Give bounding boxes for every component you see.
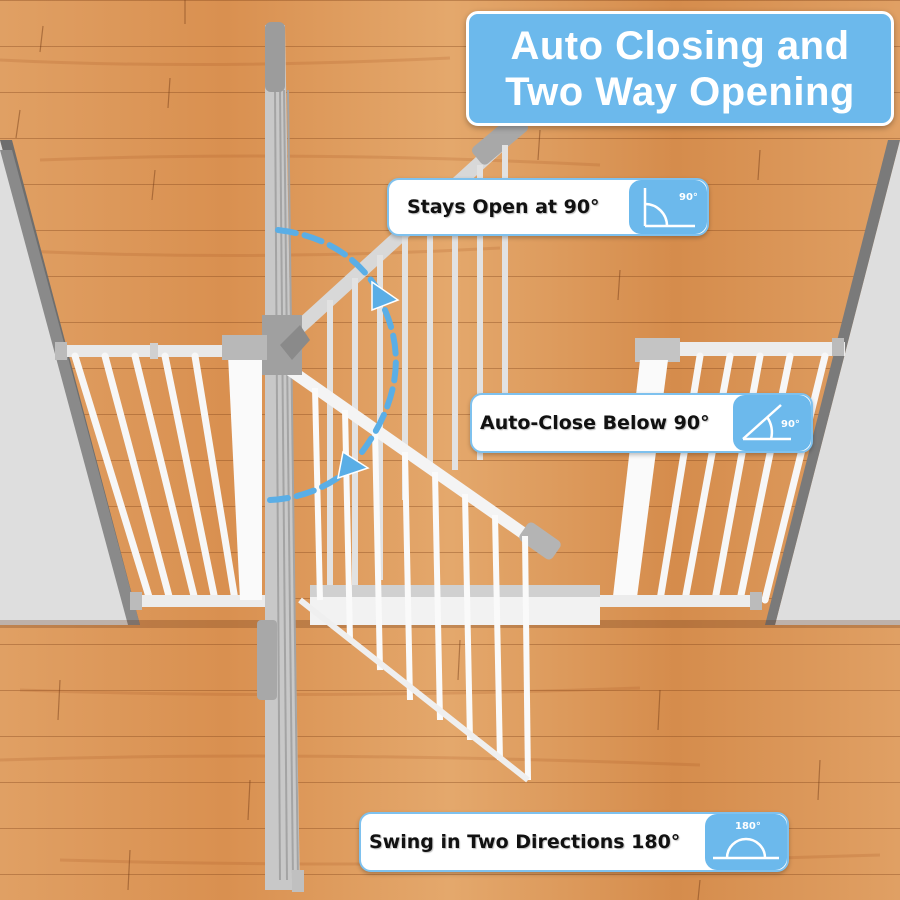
door-panel-closing — [284, 364, 561, 783]
callout-stays-open: Stays Open at 90° 90° — [387, 178, 709, 236]
title-line-1: Auto Closing and — [510, 23, 850, 68]
callout-swing-two-directions: Swing in Two Directions 180° 180° — [359, 812, 789, 872]
left-gate-extension — [55, 337, 290, 610]
hinge-block — [222, 315, 310, 375]
callout-auto-close-text: Auto-Close Below 90° — [480, 412, 710, 434]
svg-text:90°: 90° — [781, 419, 800, 430]
door-panel-flat — [257, 22, 304, 892]
svg-text:90°: 90° — [679, 192, 698, 203]
acute-angle-icon: 90° — [733, 395, 811, 451]
svg-text:180°: 180° — [735, 821, 761, 832]
callout-swing-text: Swing in Two Directions 180° — [369, 831, 681, 853]
title-line-2: Two Way Opening — [505, 69, 855, 114]
half-circle-angle-icon: 180° — [705, 814, 787, 870]
callout-stays-open-text: Stays Open at 90° — [407, 196, 600, 218]
right-gate-extension — [600, 338, 845, 610]
swing-arrows — [267, 227, 399, 503]
callout-auto-close: Auto-Close Below 90° 90° — [470, 393, 813, 453]
title-banner: Auto Closing and Two Way Opening — [466, 11, 894, 126]
right-angle-icon: 90° — [629, 180, 707, 234]
